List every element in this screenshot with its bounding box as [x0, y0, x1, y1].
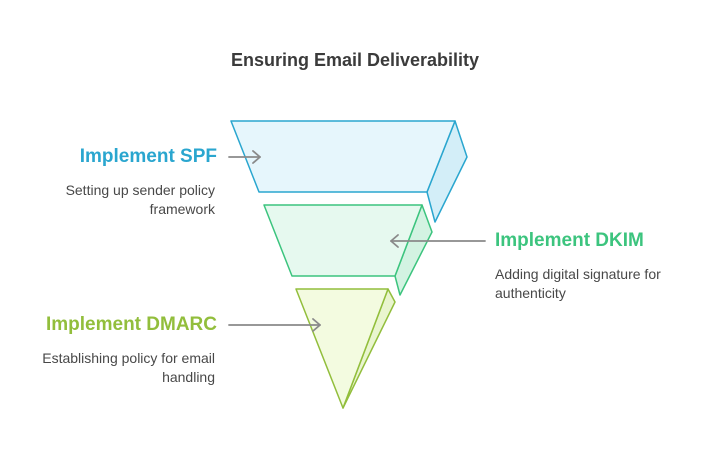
funnel-stage-dmarc — [295, 288, 396, 409]
funnel-stage-spf — [230, 120, 468, 223]
funnel-stage-spf-face — [230, 120, 456, 193]
stage-description-spf: Setting up sender policy framework — [20, 181, 215, 219]
diagram-title: Ensuring Email Deliverability — [230, 50, 480, 70]
stage-description-dkim-line-2: authenticity — [495, 285, 566, 301]
stage-description-dmarc-line-1: Establishing policy for email — [42, 350, 215, 366]
stage-label-spf: Implement SPF — [79, 146, 217, 167]
stage-description-dmarc-line-2: handling — [162, 369, 215, 385]
stage-description-dkim-line-1: Adding digital signature for — [495, 266, 661, 282]
arrow-spf — [228, 150, 261, 164]
stage-description-spf-line-1: Setting up sender policy — [65, 182, 215, 198]
stage-description-dmarc: Establishing policy for email handling — [10, 349, 215, 387]
stage-description-spf-line-2: framework — [149, 201, 215, 217]
arrow-dkim — [390, 234, 486, 248]
stage-description-dkim: Adding digital signature for authenticit… — [495, 265, 705, 303]
funnel-stage-dmarc-face — [295, 288, 389, 409]
funnel-stage-dkim-face — [263, 204, 423, 277]
arrow-dmarc — [228, 318, 321, 332]
funnel-stage-dkim — [263, 204, 433, 296]
stage-label-dmarc: Implement DMARC — [45, 314, 217, 335]
stage-label-dkim: Implement DKIM — [495, 230, 644, 251]
